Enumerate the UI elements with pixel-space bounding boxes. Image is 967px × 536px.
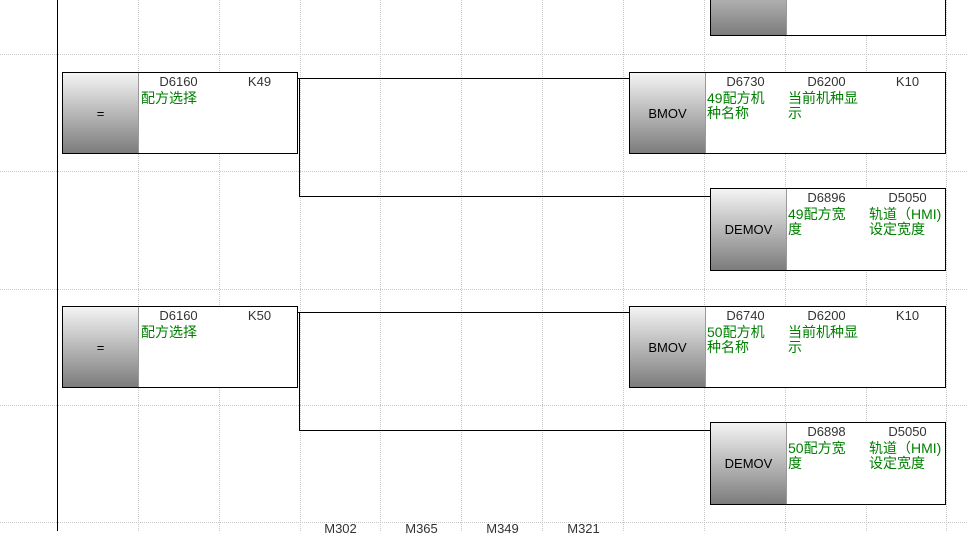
comment: 配方选择 <box>141 324 197 340</box>
operand-d: D6200 <box>807 74 846 89</box>
bmov-instruction[interactable]: BMOV D6730 D6200 K10 49配方机种名称 当前机种显示 <box>629 72 946 154</box>
demov-instruction[interactable]: DEMOV D6896 D5050 49配方宽度 轨道（HMI)设定宽度 <box>710 188 946 271</box>
comment: 轨道（HMI)设定宽度 <box>869 206 942 237</box>
instruction-button[interactable] <box>711 0 787 35</box>
operand-s2: K50 <box>247 308 272 323</box>
bmov-op[interactable]: BMOV <box>630 307 706 387</box>
comment: 49配方宽度 <box>788 206 846 237</box>
operand-s1: D6160 <box>159 308 198 323</box>
demov-op[interactable]: DEMOV <box>711 189 787 270</box>
comment: 当前机种显示 <box>788 324 858 355</box>
left-power-rail <box>57 0 58 531</box>
operand-s: D6740 <box>726 308 765 323</box>
operand-s2: K49 <box>247 74 272 89</box>
comment: 轨道（HMI)设定宽度 <box>869 440 942 471</box>
prev-demov-instruction[interactable] <box>710 0 946 36</box>
operand-s: D6730 <box>726 74 765 89</box>
operand-d: D5050 <box>888 190 927 205</box>
compare-instruction[interactable]: = D6160 K50 配方选择 <box>62 306 298 388</box>
compare-op[interactable]: = <box>63 307 139 387</box>
compare-instruction[interactable]: = D6160 K49 配方选择 <box>62 72 298 154</box>
operand-s: D6896 <box>807 190 846 205</box>
bmov-instruction[interactable]: BMOV D6740 D6200 K10 50配方机种名称 当前机种显示 <box>629 306 946 388</box>
demov-op[interactable]: DEMOV <box>711 423 787 504</box>
comment: 当前机种显示 <box>788 90 858 121</box>
contact-label[interactable]: M321 <box>567 521 600 536</box>
operand-d: D5050 <box>888 424 927 439</box>
comment: 配方选择 <box>141 90 197 106</box>
demov-instruction[interactable]: DEMOV D6898 D5050 50配方宽度 轨道（HMI)设定宽度 <box>710 422 946 505</box>
contact-label[interactable]: M302 <box>324 521 357 536</box>
contact-label[interactable]: M349 <box>486 521 519 536</box>
operand-s: D6898 <box>807 424 846 439</box>
bmov-op[interactable]: BMOV <box>630 73 706 153</box>
operand-s1: D6160 <box>159 74 198 89</box>
compare-op[interactable]: = <box>63 73 139 153</box>
comment: 49配方机种名称 <box>707 90 765 121</box>
operand-n: K10 <box>895 74 920 89</box>
operand-n: K10 <box>895 308 920 323</box>
comment: 50配方宽度 <box>788 440 846 471</box>
contact-label[interactable]: M365 <box>405 521 438 536</box>
comment: 50配方机种名称 <box>707 324 765 355</box>
operand-d: D6200 <box>807 308 846 323</box>
